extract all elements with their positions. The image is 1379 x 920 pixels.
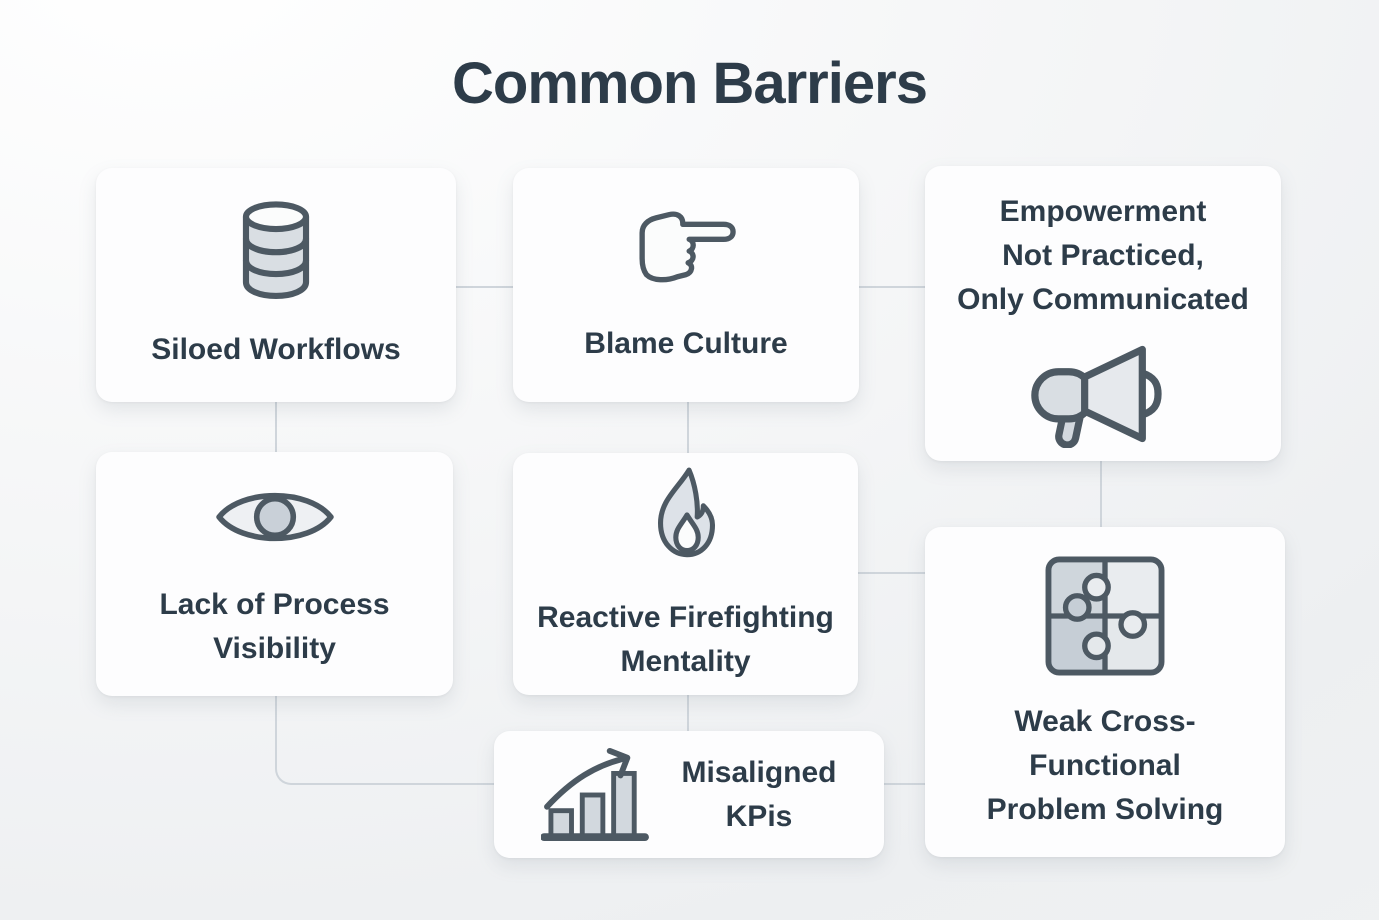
connector-firefighting-kpis bbox=[687, 694, 689, 732]
eye-icon bbox=[213, 477, 337, 557]
connector-empowerment-weak bbox=[1100, 459, 1102, 528]
card-lack-of-process-visibility: Lack of Process Visibility bbox=[96, 452, 453, 696]
database-icon bbox=[232, 199, 320, 300]
card-label: Lack of Process Visibility bbox=[159, 588, 390, 665]
connector-siloed-visibility bbox=[275, 400, 277, 453]
page-title: Common Barriers bbox=[452, 51, 928, 116]
connector-firefighting-weak bbox=[857, 572, 925, 574]
card-label: Blame Culture bbox=[584, 327, 788, 360]
connector-blame-empowerment bbox=[858, 286, 925, 288]
card-label: Reactive Firefighting Mentality bbox=[537, 601, 834, 678]
card-weak-cross-functional-problem-solving: Weak Cross- Functional Problem Solving bbox=[925, 527, 1285, 857]
connector-visibility-kpis bbox=[275, 695, 496, 785]
puzzle-icon bbox=[1041, 552, 1169, 680]
connector-blame-firefighting bbox=[687, 400, 689, 454]
card-label: Siloed Workflows bbox=[151, 332, 401, 366]
card-label: Weak Cross- Functional Problem Solving bbox=[986, 705, 1224, 826]
card-blame-culture: Blame Culture bbox=[513, 168, 859, 402]
card-reactive-firefighting-mentality: Reactive Firefighting Mentality bbox=[513, 453, 858, 695]
flame-icon bbox=[645, 464, 727, 574]
card-label: Misaligned KPis bbox=[681, 755, 837, 833]
pointing-hand-icon bbox=[626, 204, 746, 296]
card-empowerment-not-practiced: Empowerment Not Practiced, Only Communic… bbox=[925, 166, 1281, 461]
bar-chart-arrow-icon bbox=[541, 746, 651, 844]
card-misaligned-kpis: Misaligned KPis bbox=[494, 731, 884, 858]
card-label: Empowerment Not Practiced, Only Communic… bbox=[957, 194, 1249, 316]
connector-siloed-blame bbox=[455, 286, 513, 288]
connector-kpis-weak bbox=[883, 783, 925, 785]
megaphone-icon bbox=[1027, 340, 1179, 448]
card-siloed-workflows: Siloed Workflows bbox=[96, 168, 456, 402]
